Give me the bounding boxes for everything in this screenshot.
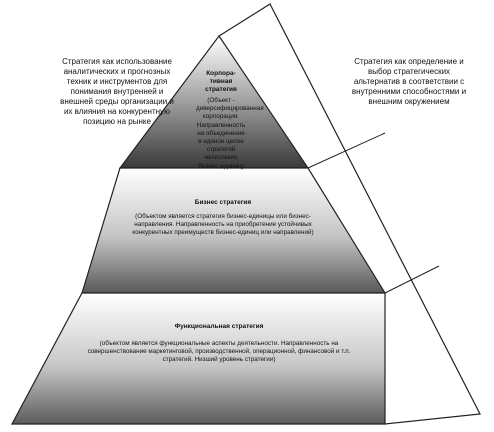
tier-business: Бизнес стратегия (Объектом является стра…: [130, 199, 316, 238]
tier-business-description: (Объектом является стратегия бизнес-един…: [132, 213, 314, 237]
tier-corporate-title: Корпора- тивная стратегия: [205, 70, 237, 93]
tier-functional-description: (объектом является функциональные аспект…: [87, 340, 351, 364]
tier-functional: Функциональная стратегия (объектом являе…: [86, 323, 352, 365]
side-ledge-top: [307, 132, 386, 169]
right-note: Стратегия как определение и выбор страте…: [351, 57, 467, 106]
tier-corporate: Корпора- тивная стратегия (Объект - диве…: [196, 70, 264, 171]
left-note: Стратегия как использование аналитически…: [60, 57, 174, 126]
side-ledge-bottom: [384, 265, 440, 294]
tier-corporate-description: (Объект - диверсифицированная корпорация…: [196, 97, 264, 170]
tier-functional-title: Функциональная стратегия: [174, 323, 264, 330]
tier-business-title: Бизнес стратегия: [194, 199, 252, 206]
tier-functional-shape: [10, 292, 386, 425]
